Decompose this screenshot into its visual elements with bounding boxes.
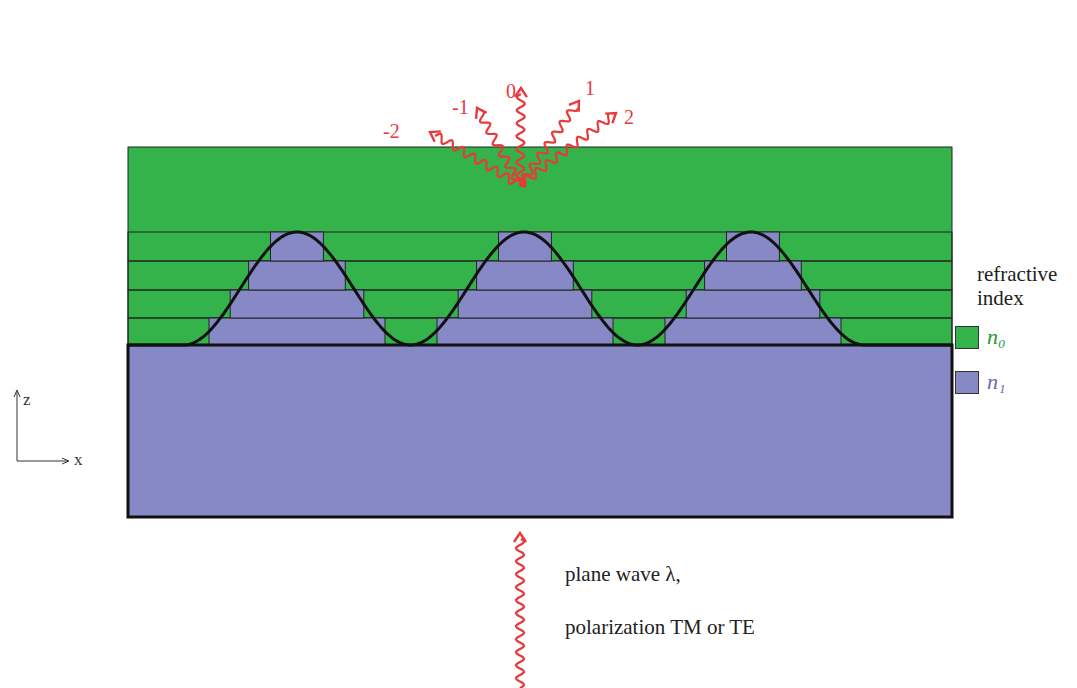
grating-step	[686, 290, 820, 318]
cover-medium	[128, 147, 952, 345]
diffraction-order-arrow	[520, 108, 578, 185]
legend-swatch	[955, 326, 979, 349]
grating-step	[230, 290, 364, 318]
order-number: -2	[383, 120, 400, 143]
diffraction-order-arrow-head	[515, 88, 527, 97]
grating-step	[209, 318, 385, 345]
grating-step	[271, 232, 324, 261]
legend-swatch	[955, 371, 979, 394]
axis-label: z	[23, 390, 31, 410]
x-axis	[17, 461, 68, 462]
z-axis	[17, 392, 18, 461]
sinusoidal-profile	[128, 232, 952, 345]
layer-outline	[128, 261, 952, 290]
layer-outline	[128, 290, 952, 318]
grating-step	[437, 318, 613, 345]
grating-step	[477, 261, 574, 290]
polarization-label: polarization TM or TE	[565, 615, 755, 639]
legend-title: refractive index	[977, 262, 1069, 310]
order-number: 2	[624, 106, 634, 129]
x-axis-head	[62, 458, 69, 464]
diffraction-order-arrow	[520, 113, 609, 186]
order-number: -1	[452, 96, 469, 119]
layer-outline	[128, 318, 952, 345]
order-number: 1	[585, 77, 595, 100]
diffraction-order-arrow	[516, 94, 525, 185]
z-axis-head	[14, 390, 20, 397]
incident-wave-arrow	[516, 539, 524, 688]
diffraction-order-arrow-head	[569, 101, 579, 112]
axis-label: x	[74, 450, 83, 470]
grating-step	[705, 261, 802, 290]
wave-label: plane wave λ,	[565, 562, 681, 586]
legend-row: n₀	[955, 324, 1006, 350]
legend-text: n₁	[987, 369, 1006, 395]
diffraction-order-arrow	[435, 134, 520, 185]
grating-step	[458, 290, 592, 318]
legend-text: n₀	[987, 324, 1006, 350]
diffraction-order-arrow-head	[476, 108, 487, 119]
grating-step	[499, 232, 552, 261]
diffraction-order-arrow-head	[430, 131, 441, 141]
order-number: 0	[506, 80, 516, 103]
grating-step	[249, 261, 346, 290]
legend-row: n₁	[955, 369, 1006, 395]
incident-wave-arrow-head	[514, 533, 526, 542]
substrate	[128, 345, 952, 517]
diffraction-order-arrow-head	[605, 113, 616, 123]
grating-step	[665, 318, 841, 345]
